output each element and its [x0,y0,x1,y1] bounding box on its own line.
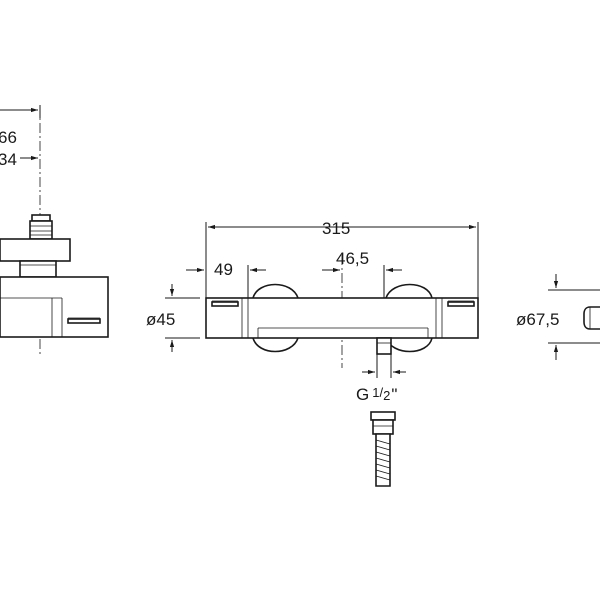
side-thread-body [29,220,53,240]
dim-label-66: 66 [0,128,17,147]
side-neck [19,260,57,278]
front-view: 315 49 46,5 ø45 [146,219,479,487]
front-handle-slot-left [211,301,239,307]
dim-label-46-5: 46,5 [336,249,369,268]
side-nut [0,238,71,262]
side-thread-top [31,214,51,222]
front-body [205,297,479,339]
end-cap [583,306,600,330]
side-body [0,276,109,338]
front-outlet [376,337,392,355]
hose-collar [372,419,394,435]
dim-label-34: 34 [0,150,17,169]
dim-label-d45: ø45 [146,310,175,329]
dim-label-315: 315 [322,219,350,238]
front-handle-slot-right [447,301,475,307]
hose-coil [375,439,391,481]
hose-nut [370,411,396,421]
dim-label-d67-5: ø67,5 [516,310,559,329]
dim-label-49: 49 [214,260,233,279]
side-view: 66 34 [0,105,109,355]
end-view: ø67,5 [516,274,600,360]
side-handle-slot [67,318,101,324]
